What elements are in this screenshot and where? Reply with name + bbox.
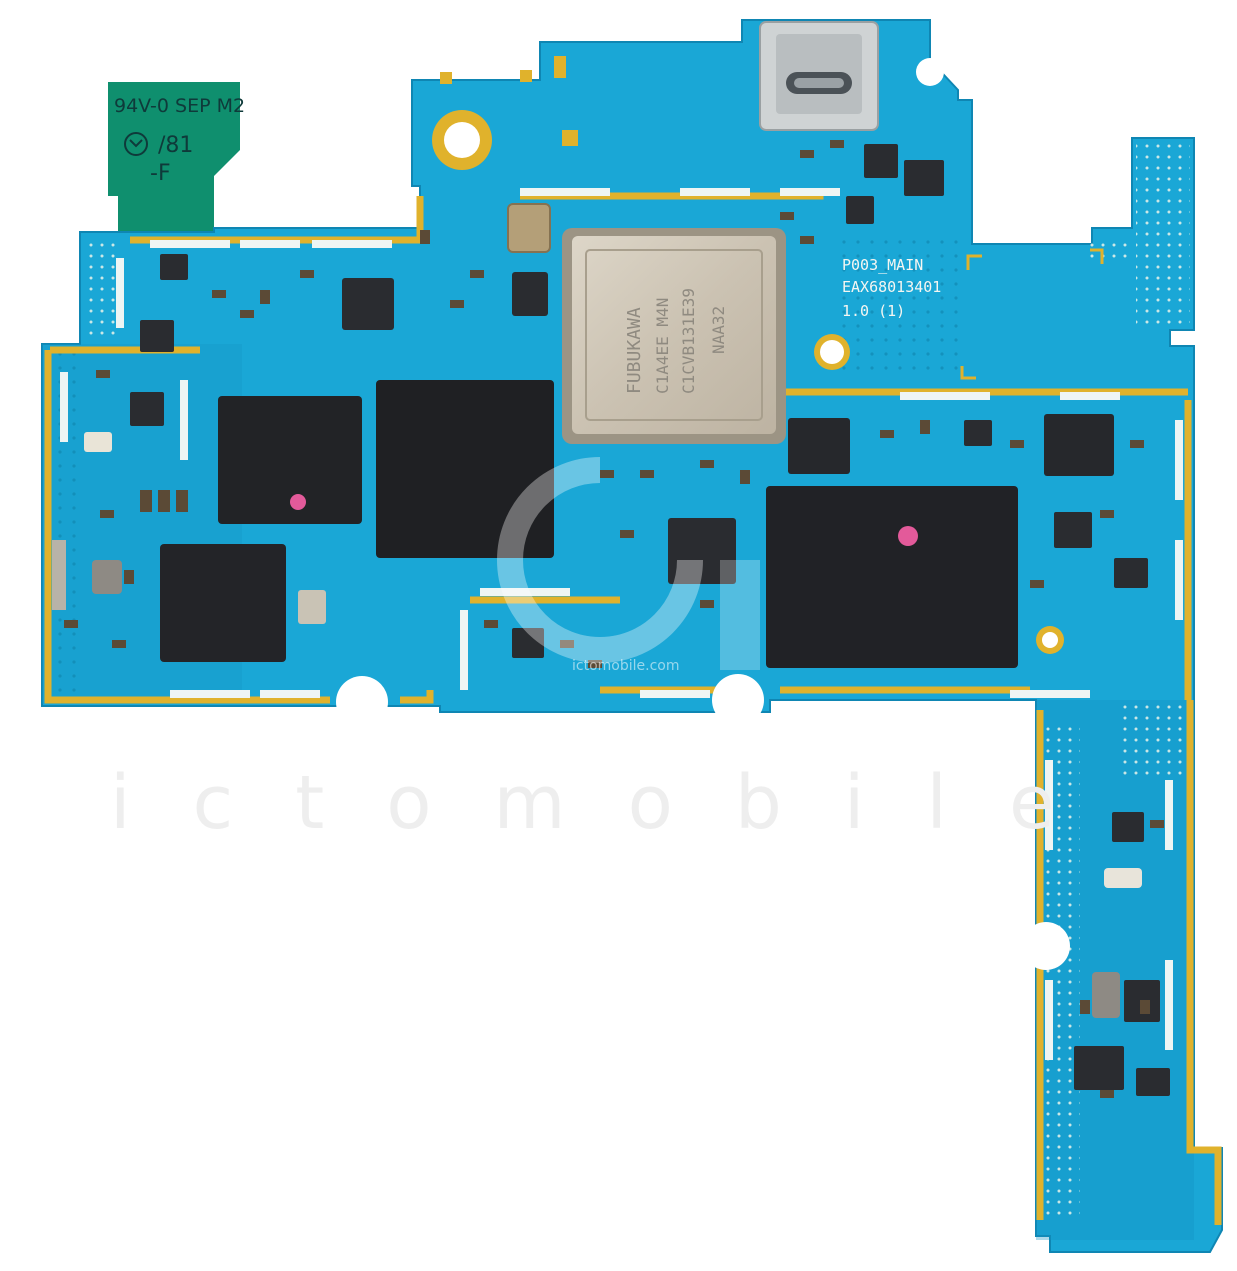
ic-chip [1112,812,1144,842]
ic-chip [218,396,362,524]
svg-text:C1A4EE M4N: C1A4EE M4N [653,298,672,394]
board-name-label: P003_MAIN [842,256,923,274]
ic-chip [904,160,944,196]
mounting-hole [1036,626,1064,654]
mounting-hole [432,110,492,170]
ic-chip [342,278,394,330]
flex-code-line3: -F [150,161,171,186]
gold-pad [440,72,452,84]
ic-chip [788,418,850,474]
crystal-oscillator [507,203,551,253]
watermark-url: ictomobile.com [572,658,679,674]
crystal-oscillator [298,590,326,624]
factory-marker-dot [898,526,918,546]
mounting-notch [1022,922,1070,970]
ic-chip [512,628,544,658]
ic-chip [512,272,548,316]
flex-pcb-left [108,82,240,238]
gold-pad [554,56,566,78]
revision-label: 1.0 (1) [842,302,905,320]
ic-chip [846,196,874,224]
watermark-logo [497,457,760,670]
ic-chip [1054,512,1092,548]
component-pad [1104,868,1142,888]
soc-metal-shield [562,228,786,444]
inductor [1092,972,1120,1018]
ic-chip [1044,414,1114,476]
recycle-symbol-icon [124,132,148,156]
part-number-label: EAX68013401 [842,278,941,296]
ic-chip [1114,558,1148,588]
svg-text:NAA32: NAA32 [709,306,728,354]
ic-chip [864,144,898,178]
ic-chip [766,486,1018,668]
usb-c-connector [759,21,879,131]
mounting-notch [712,674,764,726]
ic-chip [140,320,174,352]
flex-code-line1: 94V-0 SEP M2 [114,95,245,117]
ic-chip [376,380,554,558]
mounting-notch [916,58,944,86]
mounting-notch [336,676,388,728]
watermark-brand: ictomobile [110,760,1117,846]
svg-text:FUBUKAWA: FUBUKAWA [624,307,645,394]
silkscreen-corner-marks [960,248,1104,380]
factory-marker-dot [290,494,306,510]
svg-text:C1CVB131E39: C1CVB131E39 [679,288,698,394]
ic-chip [964,420,992,446]
inductor [92,560,122,594]
soc-engraving: FUBUKAWA C1A4EE M4N C1CVB131E39 NAA32 [624,288,728,394]
ic-chip [160,254,188,280]
ic-chip [52,540,66,610]
ic-chip [130,392,164,426]
ic-chip [668,518,736,584]
mounting-hole [814,334,850,370]
ic-chip [160,544,286,662]
ic-chip [1074,1046,1124,1090]
silkscreen-strips [60,188,1183,1060]
flex-code-line2: /81 [158,133,193,158]
component-pad [84,432,112,452]
ic-chip [1136,1068,1170,1096]
gold-pad [562,130,578,146]
smd-passives [64,140,1164,1098]
gold-pad [520,70,532,82]
